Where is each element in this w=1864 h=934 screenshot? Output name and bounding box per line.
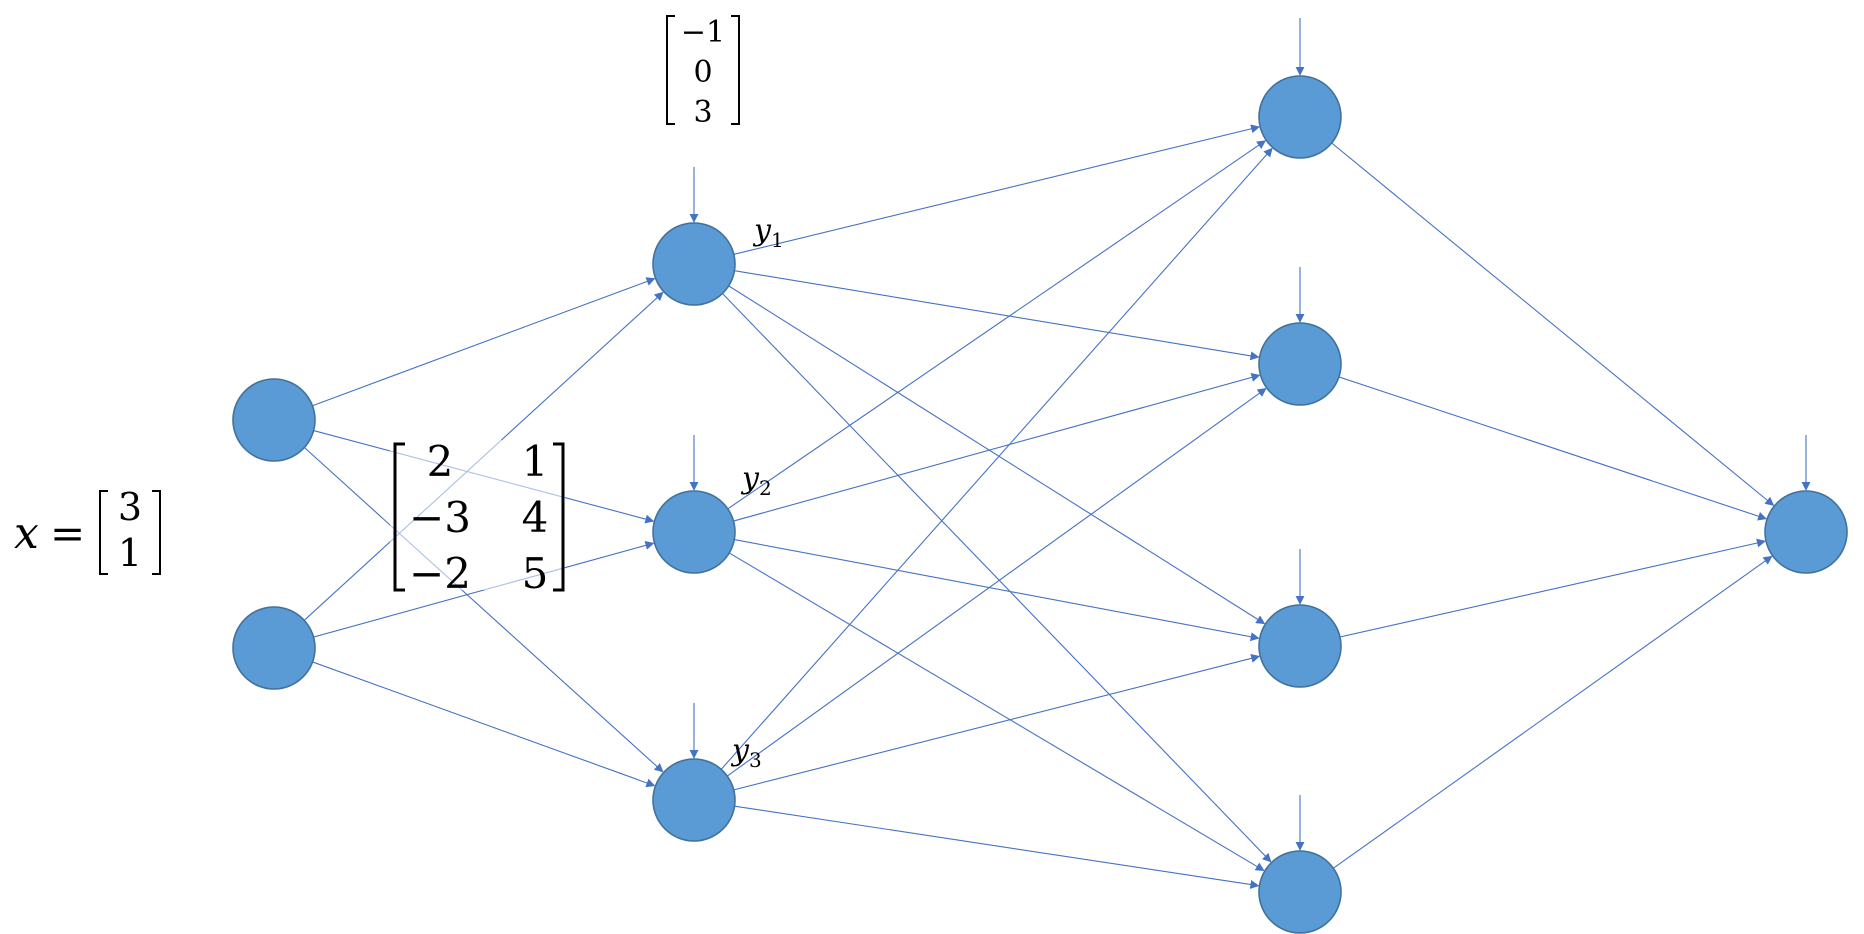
edge-input-2-to-hidden1-2 (313, 541, 655, 638)
y3-label: y3 (730, 733, 762, 772)
neuron-hidden1-2 (652, 490, 736, 574)
bias-entry-3: 3 (693, 95, 712, 130)
matrix-cell-2-1: −3 (409, 493, 471, 542)
input-entry-1: 3 (118, 485, 142, 529)
neuron-nodes (232, 75, 1848, 934)
neuron-hidden1-3 (652, 758, 736, 842)
hidden-layer-labels: y1 y2 y3 (730, 213, 784, 772)
edge-hidden1-3-to-hidden2-4 (734, 805, 1260, 889)
edge-hidden1-2-to-hidden2-1 (727, 140, 1267, 510)
neuron-output-1 (1764, 490, 1848, 574)
input-right-bracket (152, 490, 161, 575)
weight-matrix: 2 1 −3 4 −2 5 (390, 437, 565, 598)
connection-edges (303, 124, 1775, 889)
bias-right-bracket (731, 15, 740, 125)
neuron-hidden2-2 (1258, 322, 1342, 406)
edge-hidden1-2-to-hidden2-3 (734, 539, 1260, 642)
matrix-cell-2-2: 4 (522, 493, 549, 542)
neuron-hidden2-1 (1258, 75, 1342, 159)
matrix-cell-1-2: 1 (522, 437, 549, 486)
input-entry-2: 1 (118, 531, 142, 575)
y2-label: y2 (740, 461, 772, 500)
input-equals: = (50, 509, 85, 558)
edge-hidden2-4-to-output-1 (1333, 555, 1773, 869)
edge-hidden1-3-to-hidden2-2 (726, 388, 1267, 777)
y1-label: y1 (752, 213, 784, 252)
neuron-hidden1-1 (652, 222, 736, 306)
neuron-input-2 (232, 606, 316, 690)
edge-hidden2-2-to-output-1 (1338, 376, 1767, 521)
neuron-input-1 (232, 378, 316, 462)
edge-hidden1-3-to-hidden2-1 (720, 147, 1273, 770)
edge-hidden1-1-to-hidden2-2 (734, 270, 1260, 361)
bias-arrows (689, 18, 1811, 851)
matrix-cell-3-1: −2 (409, 549, 471, 598)
input-vector-label: x = 3 1 (14, 485, 161, 575)
edge-hidden1-1-to-hidden2-3 (728, 285, 1266, 625)
edge-hidden2-3-to-output-1 (1339, 538, 1766, 638)
edge-input-2-to-hidden1-3 (312, 661, 656, 788)
neuron-hidden2-4 (1258, 850, 1342, 934)
bias-left-bracket (666, 15, 675, 125)
edge-hidden1-1-to-hidden2-1 (733, 124, 1261, 255)
input-left-bracket (99, 490, 108, 575)
matrix-left-bracket (393, 442, 405, 592)
edge-hidden2-1-to-output-1 (1331, 142, 1775, 506)
bias-vector: −1 0 3 (666, 15, 740, 130)
matrix-cell-1-1: 2 (427, 437, 454, 486)
edge-hidden1-3-to-hidden2-3 (733, 653, 1261, 791)
matrix-right-bracket (553, 442, 565, 592)
bias-entry-2: 0 (693, 55, 712, 90)
bias-entry-1: −1 (681, 15, 725, 50)
edge-hidden1-1-to-hidden2-4 (722, 293, 1272, 863)
input-var: x (14, 508, 39, 559)
edge-hidden1-2-to-hidden2-4 (728, 552, 1265, 872)
neuron-hidden2-3 (1258, 604, 1342, 688)
edge-input-1-to-hidden1-1 (312, 277, 656, 407)
edge-hidden1-2-to-hidden2-2 (733, 373, 1261, 522)
matrix-cell-3-2: 5 (522, 549, 549, 598)
edge-input-1-to-hidden1-3 (304, 447, 664, 773)
